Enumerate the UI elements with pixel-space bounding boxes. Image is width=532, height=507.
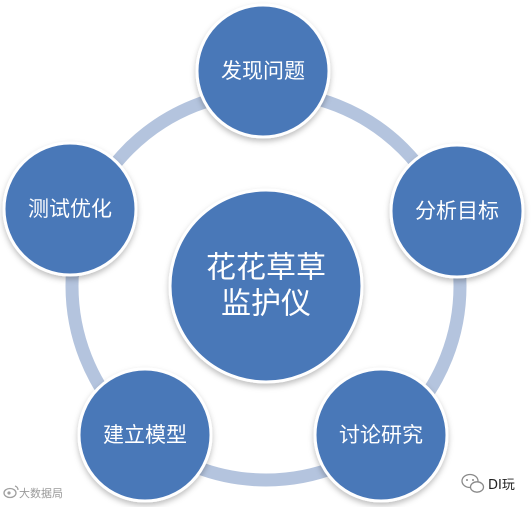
center-title-line2: 监护仪 — [221, 287, 311, 322]
watermark-right: DI玩 — [461, 473, 515, 493]
watermark-left: 大数据局 — [3, 485, 63, 500]
node-label: 分析目标 — [415, 199, 499, 223]
node-label: 讨论研究 — [339, 423, 423, 447]
node-discuss-research: 讨论研究 — [313, 367, 449, 503]
node-build-model: 建立模型 — [77, 367, 213, 503]
weibo-logo-icon — [3, 485, 19, 499]
node-discover-problem: 发现问题 — [195, 3, 331, 139]
wechat-logo-icon — [461, 473, 485, 493]
watermark-left-text: 大数据局 — [19, 486, 63, 500]
center-node: 花花草草 监护仪 — [168, 188, 364, 384]
node-label: 发现问题 — [221, 59, 305, 83]
node-label: 测试优化 — [28, 197, 112, 221]
node-label: 建立模型 — [103, 423, 187, 447]
node-analyze-goal: 分析目标 — [389, 143, 525, 279]
center-title-line1: 花花草草 — [206, 251, 326, 286]
watermark-right-text: DI玩 — [488, 478, 515, 493]
node-test-optimize: 测试优化 — [2, 141, 138, 277]
